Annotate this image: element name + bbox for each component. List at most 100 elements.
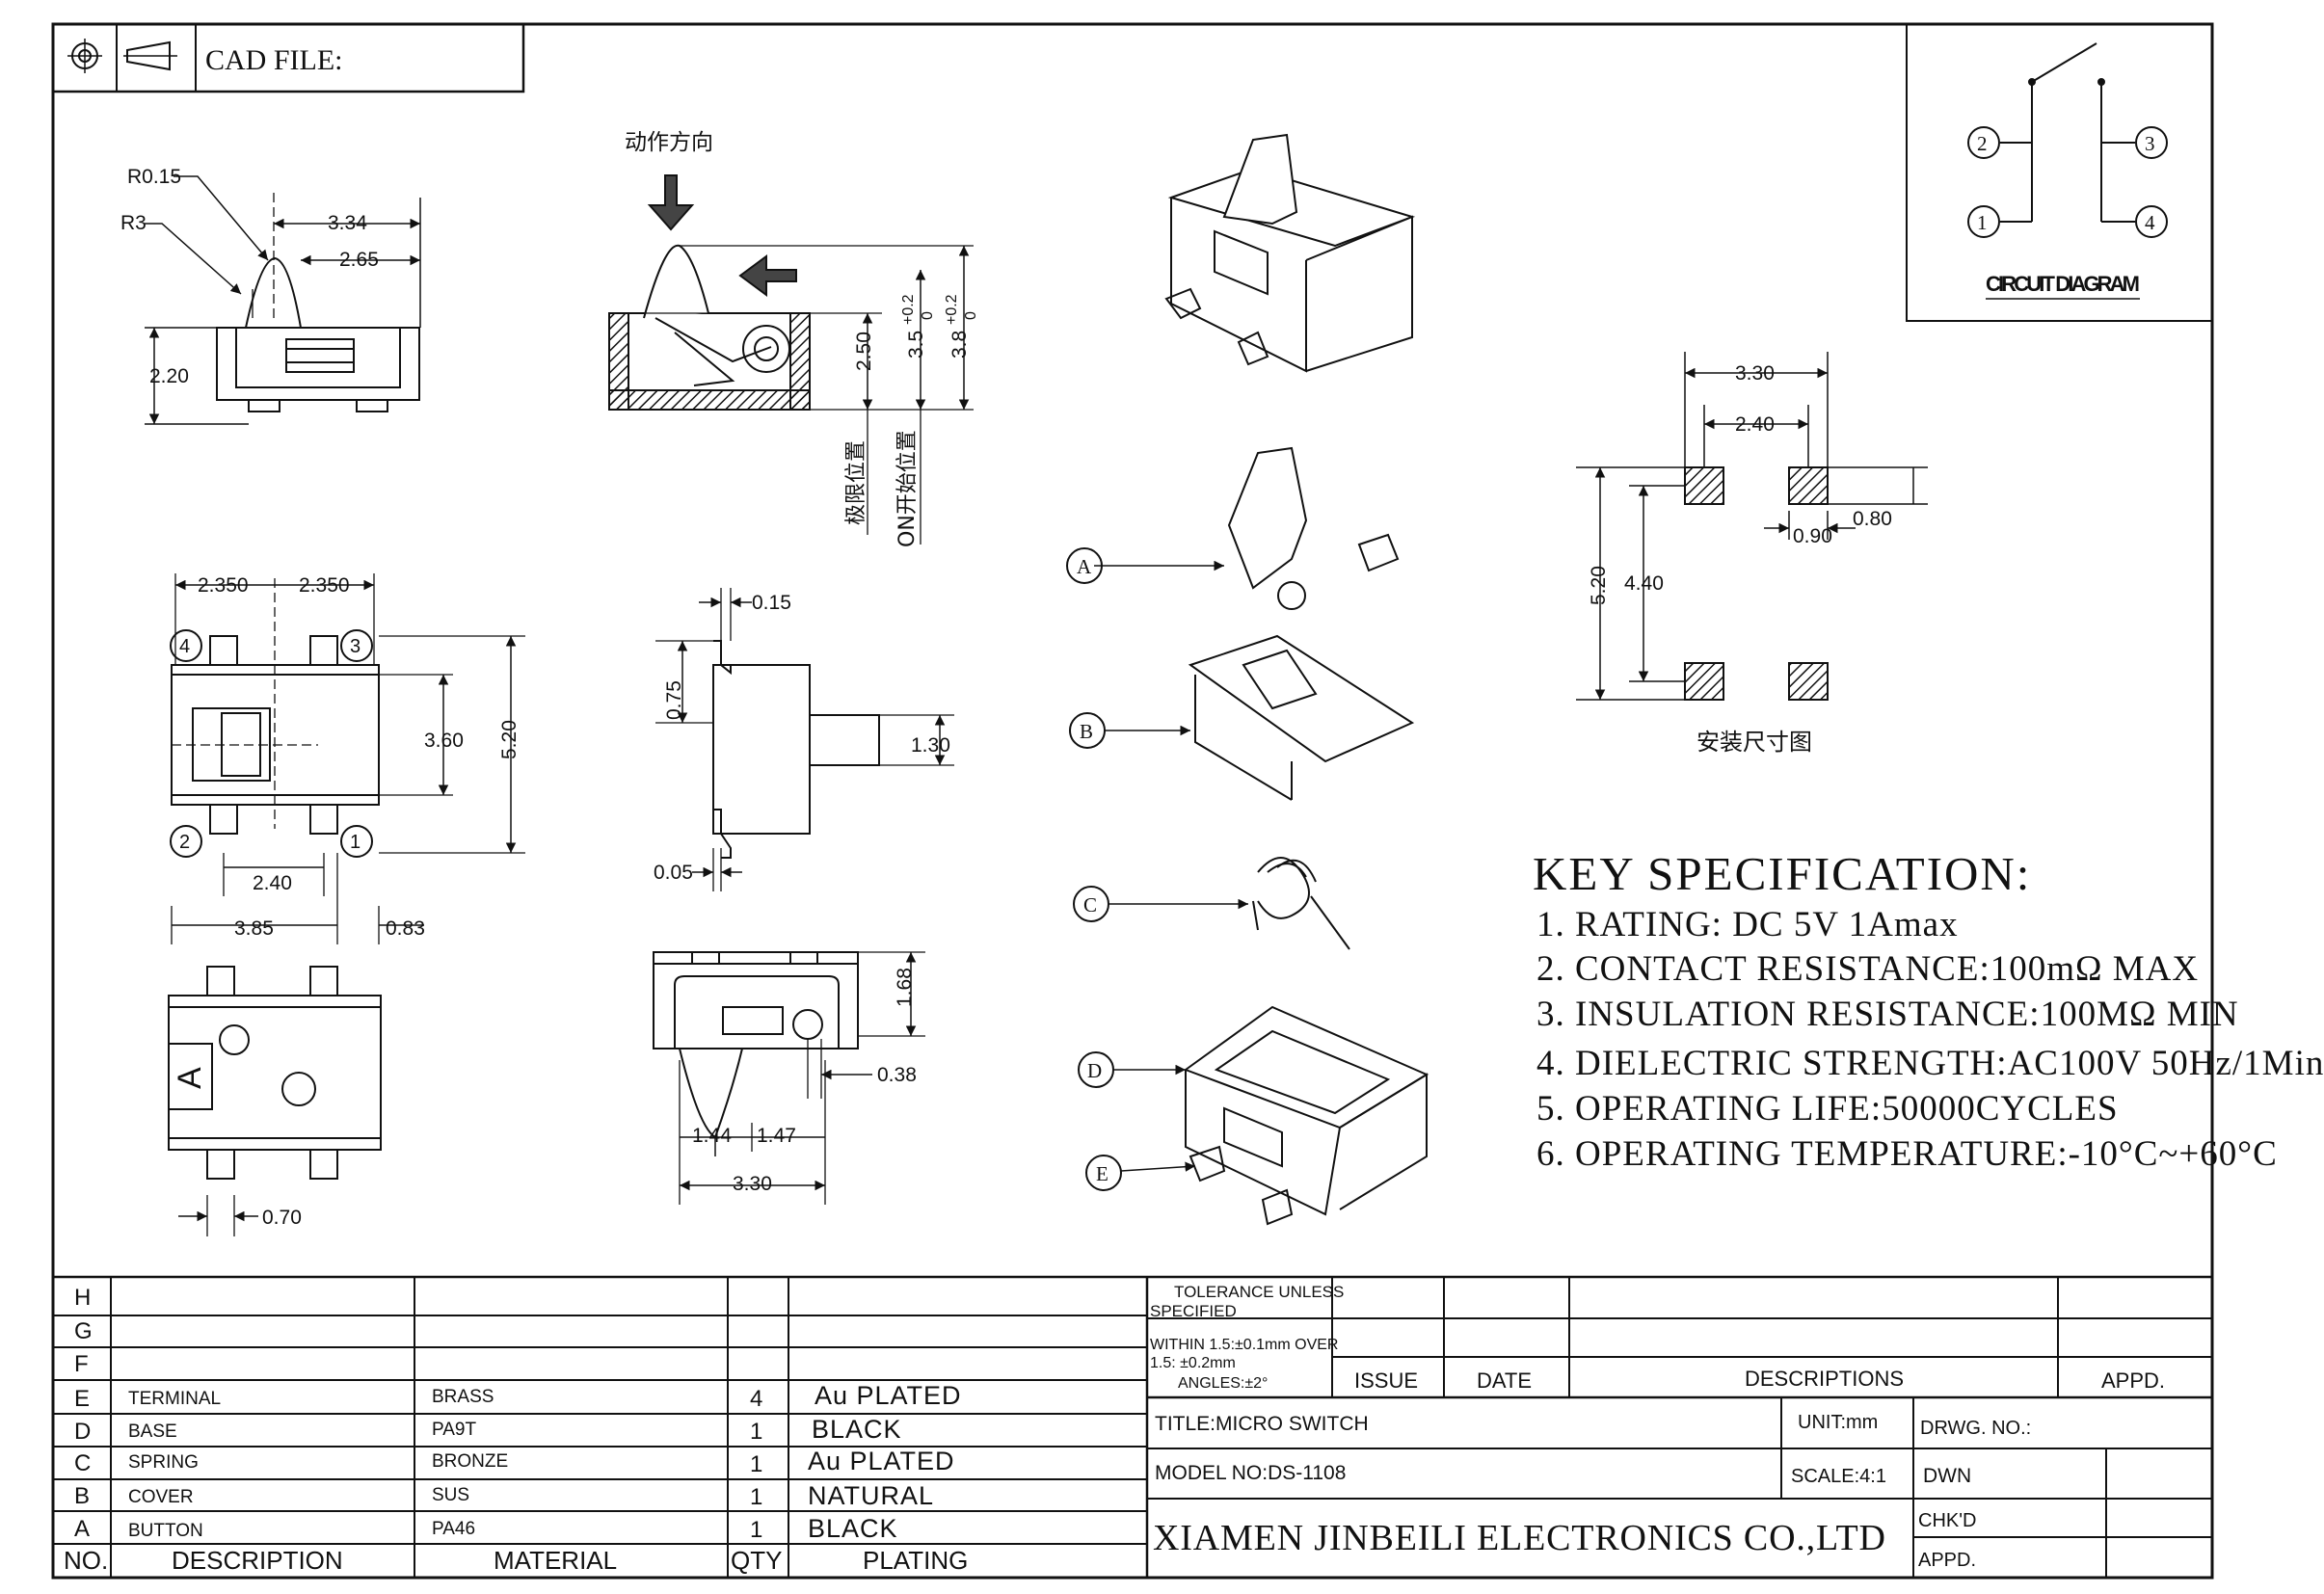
spec-line-4: 4. DIELECTRIC STRENGTH:AC100V 50Hz/1Min — [1536, 1044, 2324, 1083]
part-label-b: B — [1080, 720, 1093, 743]
cad-header: CAD FILE: — [51, 22, 525, 93]
dim-130: 1.30 — [911, 734, 950, 757]
pin-label-3: 3 — [350, 636, 361, 657]
part-label-a: A — [1077, 555, 1092, 578]
bom-header-plating: PLATING — [863, 1546, 968, 1575]
drawing-scale: SCALE:4:1 — [1791, 1466, 1886, 1487]
tolerance-line-1: TOLERANCE UNLESS — [1174, 1283, 1344, 1301]
model-number: MODEL NO:DS-1108 — [1155, 1462, 1346, 1484]
dim-083: 0.83 — [386, 917, 425, 940]
bom-header-qty: QTY — [731, 1546, 782, 1575]
bom-row-g-no: G — [74, 1318, 93, 1344]
plan-view — [170, 573, 525, 944]
isometric-assembly — [1164, 133, 1416, 373]
dim-fp-080: 0.80 — [1853, 508, 1892, 530]
bom-header-no: NO. — [64, 1546, 108, 1575]
press-direction-arrow-icon — [647, 174, 695, 231]
dim-330-front: 3.30 — [733, 1173, 772, 1195]
bom-row-b-desc: COVER — [128, 1487, 194, 1507]
part-label-d: D — [1087, 1059, 1102, 1082]
dim-520: 5.20 — [498, 720, 521, 759]
title-block-grid — [1147, 1277, 2212, 1578]
footprint-caption: 安装尺寸图 — [1696, 729, 1812, 756]
header-descriptions: DESCRIPTIONS — [1745, 1367, 1904, 1391]
dim-fp-520: 5.20 — [1588, 566, 1610, 605]
dim-fp-440: 4.40 — [1624, 572, 1664, 595]
header-appd: APPD. — [2101, 1368, 2165, 1393]
dim-r015: R0.15 — [127, 166, 181, 188]
spec-line-2: 2. CONTACT RESISTANCE:100mΩ MAX — [1536, 949, 2200, 989]
pin-label-4: 4 — [179, 636, 190, 657]
bom-row-c-plating: Au PLATED — [808, 1447, 955, 1475]
bom-row-d-plating: BLACK — [812, 1415, 902, 1444]
bom-header-description: DESCRIPTION — [172, 1546, 343, 1575]
bom-table-grid — [53, 1275, 2212, 1578]
bom-row-c-qty: 1 — [750, 1451, 762, 1477]
spec-line-5: 5. OPERATING LIFE:50000CYCLES — [1536, 1089, 2119, 1129]
bom-row-a-qty: 1 — [750, 1517, 762, 1543]
spec-line-1: 1. RATING: DC 5V 1Amax — [1536, 905, 1959, 944]
drawing-title: TITLE:MICRO SWITCH — [1155, 1413, 1369, 1435]
projection-crosshair-icon — [67, 39, 102, 73]
circuit-diagram — [1906, 23, 2213, 322]
circuit-diagram-title: CIRCUIT DIAGRAM — [1986, 272, 2140, 296]
dim-2350-right: 2.350 — [299, 574, 350, 597]
bom-row-d-qty: 1 — [750, 1419, 762, 1445]
bom-row-e-qty: 4 — [750, 1386, 762, 1412]
bom-row-b-qty: 1 — [750, 1484, 762, 1510]
dim-015: 0.15 — [752, 592, 791, 614]
title-block: TOLERANCE UNLESS SPECIFIED WITHIN 1.5:±0… — [1150, 1283, 2165, 1571]
dim-360: 3.60 — [424, 730, 464, 752]
dim-fp-240: 2.40 — [1735, 413, 1775, 436]
drawing-number-label: DRWG. NO.: — [1920, 1418, 2031, 1439]
dim-334: 3.34 — [328, 212, 367, 234]
dim-fp-090: 0.90 — [1793, 525, 1832, 547]
drawing-unit: UNIT:mm — [1798, 1412, 1878, 1433]
dim-38: 3.8 — [948, 331, 971, 359]
limit-position-label: 极限位置 — [844, 440, 868, 525]
dim-005: 0.05 — [654, 862, 693, 884]
bom-row-a-desc: BUTTON — [128, 1521, 203, 1541]
dim-r3: R3 — [120, 212, 147, 234]
bom-header-material: MATERIAL — [494, 1546, 617, 1575]
bom-row-a-no: A — [74, 1516, 90, 1542]
tolerance-line-2: SPECIFIED — [1150, 1302, 1237, 1320]
dim-35: 3.5 — [905, 331, 927, 359]
part-label-e: E — [1096, 1162, 1109, 1185]
checked-by-label: CHK'D — [1918, 1510, 1977, 1531]
circuit-pin-2: 2 — [1977, 132, 1988, 155]
company-name: XIAMEN JINBEILI ELECTRONICS CO.,LTD — [1153, 1518, 1885, 1558]
bom-row-d-no: D — [74, 1419, 91, 1445]
dim-35-tol-zero: 0 — [920, 311, 936, 320]
bom-row-h-no: H — [74, 1285, 91, 1311]
dim-35-tol-plus: +0.2 — [900, 294, 917, 325]
side-view — [655, 588, 954, 891]
part-label-c: C — [1083, 893, 1097, 917]
dim-38-tol-plus: +0.2 — [944, 294, 960, 325]
bom-row-b-mat: SUS — [432, 1485, 469, 1505]
circuit-pin-3: 3 — [2145, 132, 2155, 155]
drawing-sheet: CAD FILE: R0.15 R3 3.34 2.65 2.20 — [51, 22, 2214, 1580]
dim-220: 2.20 — [149, 365, 189, 387]
dim-144: 1.44 — [692, 1125, 732, 1147]
dim-250: 2.50 — [853, 332, 875, 371]
key-specification-title: KEY SPECIFICATION: — [1533, 847, 2032, 900]
return-direction-arrow-icon — [738, 254, 797, 297]
tolerance-within-2: 1.5: ±0.2mm — [1150, 1355, 1236, 1371]
bom-row-c-desc: SPRING — [128, 1452, 199, 1473]
bottom-marking-letter: A — [172, 1067, 208, 1089]
dim-168: 1.68 — [894, 968, 916, 1007]
dim-147: 1.47 — [757, 1125, 796, 1147]
circuit-pin-4: 4 — [2145, 211, 2155, 234]
dim-038: 0.38 — [877, 1064, 917, 1086]
dim-fp-330: 3.30 — [1735, 362, 1775, 385]
tolerance-within-1: WITHIN 1.5:±0.1mm OVER — [1150, 1337, 1338, 1353]
projection-cone-icon — [123, 40, 177, 71]
bom-row-e-desc: TERMINAL — [128, 1389, 221, 1409]
drawn-by-label: DWN — [1923, 1465, 1971, 1487]
front-view — [653, 951, 925, 1205]
bom-row-e-plating: Au PLATED — [815, 1381, 962, 1410]
bom-row-c-no: C — [74, 1450, 91, 1476]
dim-070: 0.70 — [262, 1207, 302, 1229]
bom-row-d-mat: PA9T — [432, 1420, 477, 1440]
